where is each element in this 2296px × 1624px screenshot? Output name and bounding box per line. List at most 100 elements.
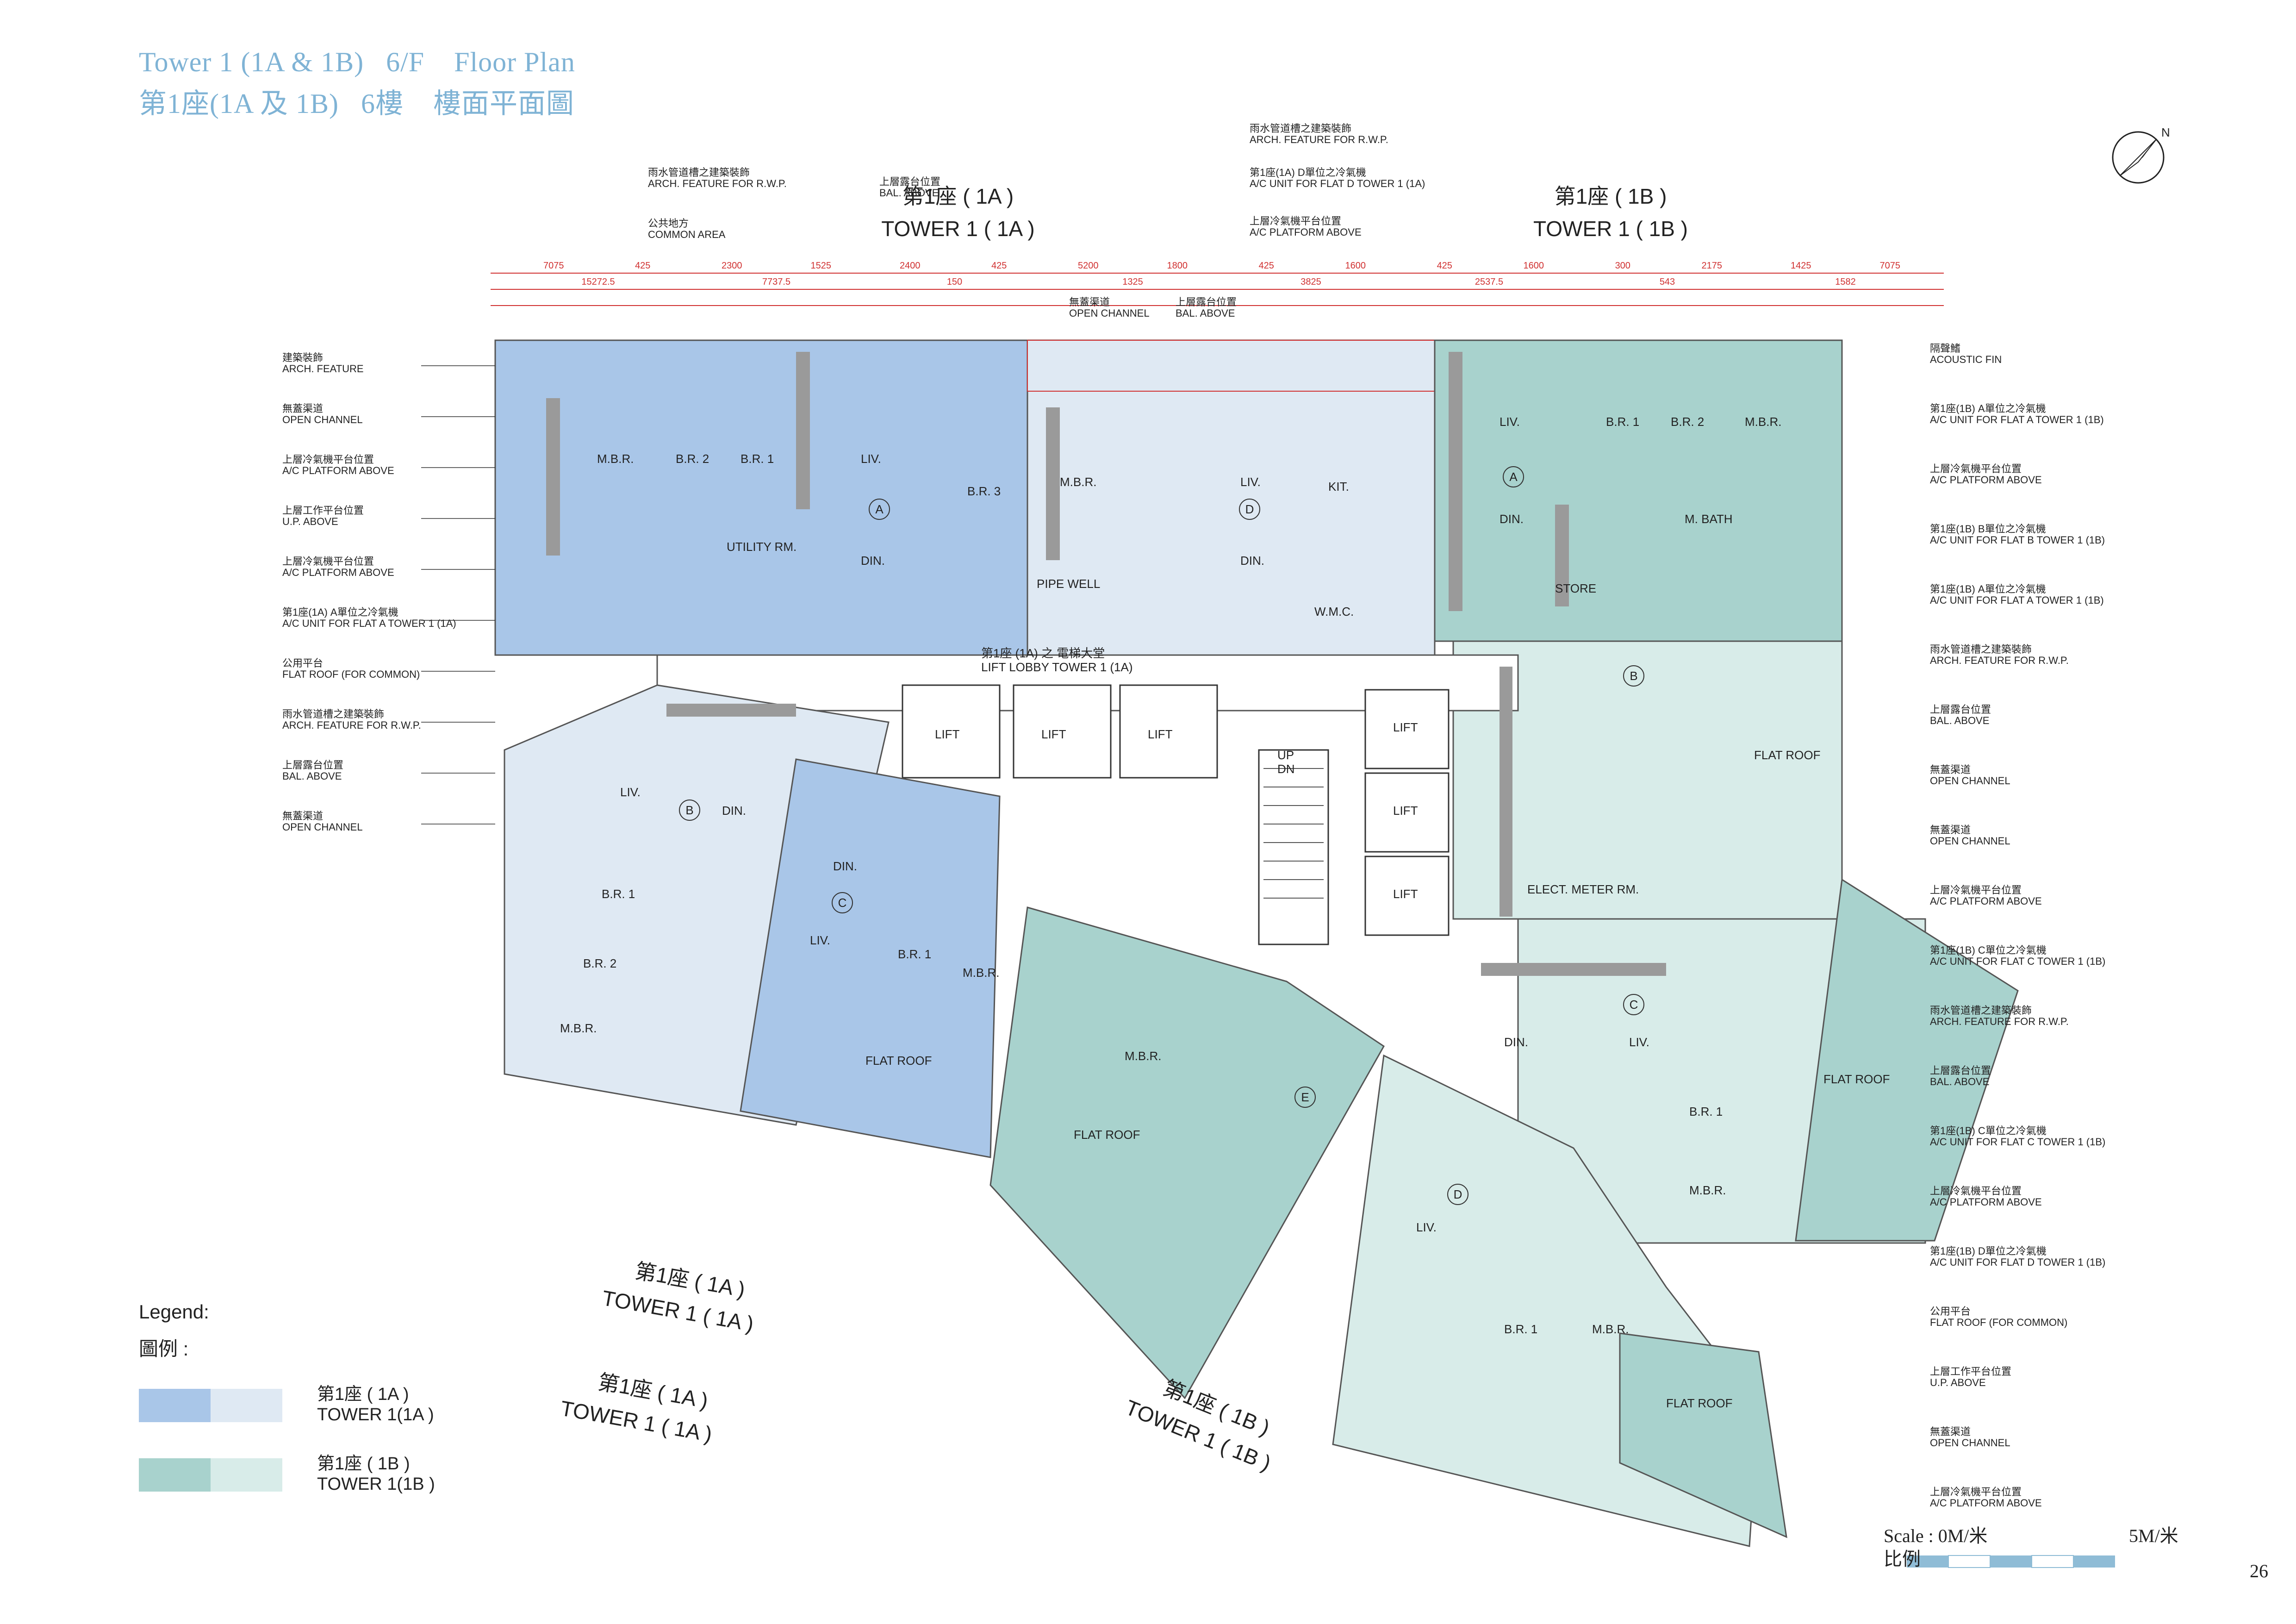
callouts-right-zh-12: 上層露台位置: [1930, 1065, 1991, 1076]
lift-6: LIFT: [1393, 887, 1418, 901]
callouts-left-en-1: OPEN CHANNEL: [282, 414, 363, 425]
dim-top2-4: 3825: [1300, 277, 1321, 287]
callouts-left-zh-6: 公用平台: [282, 657, 323, 669]
bottom-heading-c: 第1座 ( 1B ) TOWER 1 ( 1B ): [1122, 1375, 1274, 1475]
scale-label-text: Scale :: [1884, 1525, 1938, 1546]
page-number: 26: [2250, 1561, 2268, 1581]
callouts-right-en-2: A/C PLATFORM ABOVE: [1930, 474, 2042, 486]
room-liv-d2: LIV.: [1416, 1220, 1437, 1234]
dim-top-12: 300: [1615, 261, 1630, 271]
callouts-right-en-8: OPEN CHANNEL: [1930, 835, 2010, 847]
callouts-left-zh-1: 無蓋渠道: [282, 403, 323, 414]
callout-top-en-1: COMMON AREA: [648, 229, 726, 240]
dim-top2-3: 1325: [1122, 277, 1143, 287]
room-br1-c: B.R. 1: [898, 947, 931, 961]
callouts-right-en-10: A/C UNIT FOR FLAT C TOWER 1 (1B): [1930, 956, 2105, 967]
callouts-left-en-8: BAL. ABOVE: [282, 770, 342, 782]
heading-tower-1a-en: TOWER 1 ( 1A ): [881, 217, 1034, 241]
unit-circle-5: [1503, 466, 1524, 487]
dim-top-4: 2400: [900, 261, 921, 271]
callouts-right-zh-9: 上層冷氣機平台位置: [1930, 884, 2022, 896]
title-label-zh: 樓面平面圖: [433, 88, 574, 119]
lift-5: LIFT: [1393, 804, 1418, 818]
room-utility: UTILITY RM.: [727, 540, 796, 554]
callouts-right-zh-19: 上層冷氣機平台位置: [1930, 1486, 2022, 1498]
dim-top2-0: 15272.5: [581, 277, 615, 287]
callouts-right-zh-17: 上層工作平台位置: [1930, 1366, 2011, 1377]
dim-top-10: 425: [1437, 261, 1452, 271]
callouts-right-en-0: ACOUSTIC FIN: [1930, 354, 2002, 365]
callouts-left-en-9: OPEN CHANNEL: [282, 821, 363, 833]
title-floor-zh: 6樓: [361, 88, 404, 119]
callouts-right-en-3: A/C UNIT FOR FLAT B TOWER 1 (1B): [1930, 534, 2105, 546]
unit-letter-7: C: [1630, 998, 1638, 1012]
callouts-right-zh-16: 公用平台: [1930, 1305, 1971, 1317]
room-br1-b: B.R. 1: [602, 887, 635, 901]
lift-2: LIFT: [1041, 727, 1066, 741]
room-mbr-b: M.B.R.: [560, 1021, 597, 1035]
legend-swatch-1a: [139, 1389, 282, 1422]
callouts-right-zh-13: 第1座(1B) C單位之冷氣機: [1930, 1125, 2047, 1137]
scale-label-en: Scale : 0M/米: [1884, 1521, 1987, 1548]
dim-top-11: 1600: [1524, 261, 1544, 271]
room-labels: M.B.R. B.R. 2 B.R. 1 LIV. DIN. UTILITY R…: [560, 415, 1890, 1410]
callout-top-zh-0: 雨水管道槽之建築裝飾: [648, 167, 750, 178]
scale-label-zh: 比例: [1884, 1549, 1921, 1569]
callout-top-en-6: A/C UNIT FOR FLAT D TOWER 1 (1A): [1250, 178, 1425, 189]
callouts-right-en-9: A/C PLATFORM ABOVE: [1930, 895, 2042, 907]
flat-roof-1b: FLAT ROOF: [1754, 748, 1821, 762]
callout-top-zh-7: 上層冷氣機平台位置: [1250, 215, 1341, 227]
callouts-right-en-14: A/C PLATFORM ABOVE: [1930, 1196, 2042, 1208]
unit-letter-6: B: [1630, 669, 1637, 683]
callouts-right-en-13: A/C UNIT FOR FLAT C TOWER 1 (1B): [1930, 1136, 2105, 1148]
legend-item-1a-en: TOWER 1(1A ): [317, 1405, 434, 1424]
lift-lobby-zh: 第1座 (1A) 之 電梯大堂: [981, 646, 1105, 660]
callouts-right-en-5: ARCH. FEATURE FOR R.W.P.: [1930, 655, 2069, 666]
tower-1a-lower-block: [504, 684, 1001, 1158]
callouts-right-en-12: BAL. ABOVE: [1930, 1076, 1989, 1087]
lift-1: LIFT: [935, 727, 960, 741]
callout-top-zh-4: 上層露台位置: [1176, 296, 1237, 308]
unit-letter-0: A: [875, 502, 884, 516]
dim-top2-6: 543: [1660, 277, 1675, 287]
tower-1b-lower-block: [989, 906, 1787, 1547]
callouts-right-en-16: FLAT ROOF (FOR COMMON): [1930, 1317, 2067, 1328]
room-br1-c2: B.R. 1: [1689, 1105, 1723, 1118]
room-br3: B.R. 3: [967, 484, 1001, 498]
callouts-right-zh-0: 隔聲鰭: [1930, 343, 1960, 354]
room-pipe-well: PIPE WELL: [1037, 577, 1100, 591]
callout-top-en-2: BAL. ABOVE: [879, 187, 939, 199]
unit-circle-7: [1623, 994, 1644, 1015]
legend-item-1a: 第1座 ( 1A ) TOWER 1(1A ): [317, 1384, 434, 1425]
unit-letter-4: E: [1301, 1090, 1309, 1104]
unit-letter-3: D: [1245, 502, 1254, 516]
callouts-right-zh-6: 上層露台位置: [1930, 704, 1991, 715]
heading-tower-1b-zh: 第1座 ( 1B ): [1555, 184, 1667, 208]
room-mbr-d2: M.B.R.: [1592, 1322, 1629, 1336]
callouts-right-en-11: ARCH. FEATURE FOR R.W.P.: [1930, 1016, 2069, 1027]
callout-top-zh-5: 雨水管道槽之建築裝飾: [1250, 123, 1351, 134]
legend-item-1b-zh: 第1座 ( 1B ): [317, 1454, 410, 1474]
callout-top-en-7: A/C PLATFORM ABOVE: [1250, 226, 1362, 238]
room-br1-d2: B.R. 1: [1504, 1322, 1537, 1336]
callouts-left-zh-7: 雨水管道槽之建築裝飾: [282, 708, 384, 720]
callouts-left-en-7: ARCH. FEATURE FOR R.W.P.: [282, 719, 421, 731]
room-liv-c: LIV.: [810, 933, 830, 947]
callouts-right-zh-4: 第1座(1B) A單位之冷氣機: [1930, 583, 2046, 595]
callouts-right-zh-14: 上層冷氣機平台位置: [1930, 1185, 2022, 1197]
callouts-left-en-4: A/C PLATFORM ABOVE: [282, 567, 394, 578]
callout-top-zh-6: 第1座(1A) D單位之冷氣機: [1250, 167, 1366, 178]
callouts-right-en-6: BAL. ABOVE: [1930, 715, 1989, 726]
title-label-en: Floor Plan: [454, 47, 575, 77]
callouts-right-zh-3: 第1座(1B) B單位之冷氣機: [1930, 523, 2046, 535]
room-store-1b: STORE: [1555, 581, 1596, 595]
unit-circle-3: [1239, 499, 1260, 520]
dim-top-13: 2175: [1702, 261, 1723, 271]
title-floor-en: 6/F: [386, 47, 425, 77]
room-din-c: DIN.: [833, 859, 857, 873]
unit-circle-2: [832, 892, 853, 913]
callouts-left-zh-9: 無蓋渠道: [282, 810, 323, 822]
callouts-right-en-7: OPEN CHANNEL: [1930, 775, 2010, 787]
